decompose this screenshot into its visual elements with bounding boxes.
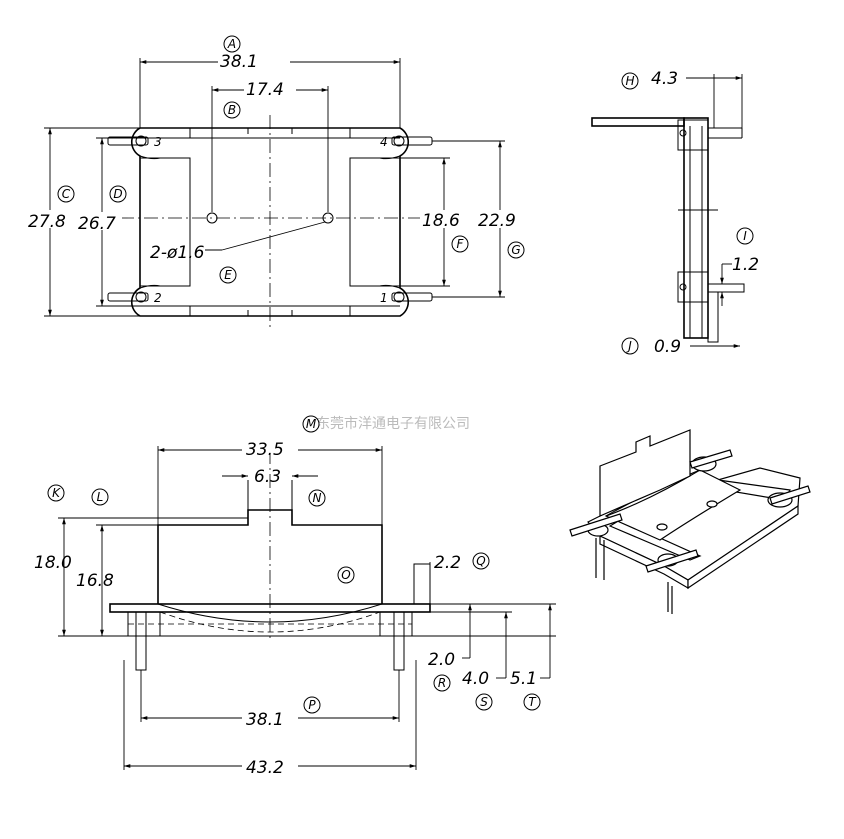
label-h: H — [625, 74, 634, 88]
label-k: K — [52, 486, 61, 500]
label-p: P — [308, 698, 316, 712]
top-view-body-outline — [131, 127, 409, 317]
dim-j-value: 0.9 — [654, 337, 681, 357]
isometric-view — [569, 429, 811, 614]
pin-label-1: 1 — [380, 291, 388, 305]
dim-h-value: 4.3 — [651, 69, 678, 89]
dim-total-value: 43.2 — [246, 758, 284, 778]
pin-label-2: 2 — [154, 291, 162, 305]
label-t: T — [528, 695, 537, 709]
label-l: L — [97, 490, 104, 504]
pin-label-3: 3 — [154, 135, 162, 149]
dim-k-value: 18.0 — [34, 553, 72, 573]
label-a: A — [227, 37, 236, 51]
label-i: I — [743, 229, 747, 243]
watermark-text: 东莞市洋通电子有限公司 — [316, 415, 470, 432]
top-view: 3 4 2 1 38.1 17.4 27.8 26.7 — [28, 35, 525, 330]
label-j: J — [626, 339, 632, 353]
dim-c-outer-value: 27.8 — [28, 212, 66, 232]
label-b: B — [228, 103, 236, 117]
front-view: 33.5 6.3 18.0 16.8 2.2 2.0 4.0 5.1 — [34, 415, 556, 778]
label-n: N — [313, 491, 322, 505]
label-q: Q — [476, 554, 485, 568]
label-r: R — [438, 676, 446, 690]
dim-f-value: 18.6 — [422, 211, 460, 231]
label-o: O — [341, 568, 350, 582]
side-view: 4.3 1.2 0.9 H I J — [591, 69, 759, 357]
dim-a-value: 38.1 — [220, 52, 258, 72]
dim-c-right-value: 22.9 — [478, 211, 516, 231]
label-d: D — [113, 187, 122, 201]
dim-b-value: 17.4 — [246, 80, 284, 100]
dim-l-value: 16.8 — [76, 571, 114, 591]
dim-m-value: 33.5 — [246, 440, 284, 460]
dim-n-value: 6.3 — [254, 467, 281, 487]
pin-label-4: 4 — [380, 135, 388, 149]
label-c: C — [62, 187, 71, 201]
dim-i-value: 1.2 — [732, 255, 759, 275]
label-g: G — [511, 243, 520, 257]
label-m: M — [306, 417, 317, 431]
dim-q-value: 2.2 — [434, 553, 461, 573]
dim-t-value: 5.1 — [510, 669, 537, 689]
dim-r-value: 2.0 — [428, 650, 455, 670]
label-e: E — [224, 268, 232, 282]
dim-d-value: 26.7 — [78, 214, 116, 234]
dim-p-value: 38.1 — [246, 710, 284, 730]
dim-e-value: 2-ø1.6 — [150, 243, 205, 263]
dim-s-value: 4.0 — [462, 669, 489, 689]
label-f: F — [457, 237, 465, 251]
label-s: S — [480, 695, 488, 709]
